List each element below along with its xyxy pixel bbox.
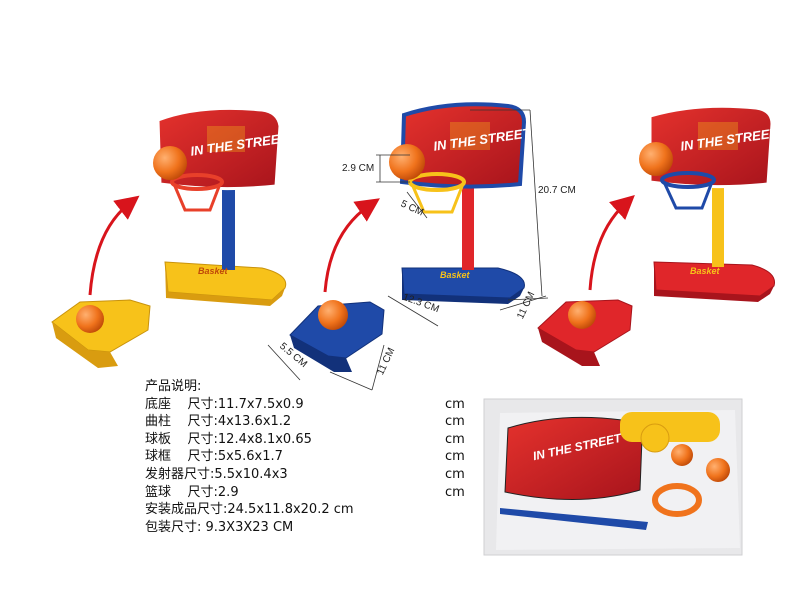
hoop-set-blue	[267, 102, 549, 391]
specs-title: 产品说明:	[145, 379, 202, 394]
spec-unit: cm	[445, 396, 465, 412]
spec-label: 球框 尺寸:5x5.6x1.7	[145, 449, 283, 465]
spec-row: 篮球 尺寸:2.9 cm	[145, 484, 485, 502]
spec-label: 篮球 尺寸:2.9	[145, 484, 239, 500]
spec-label: 发射器尺寸:5.5x10.4x3	[145, 466, 288, 482]
spec-row: 球板 尺寸:12.4x8.1x0.65 cm	[145, 431, 485, 449]
launcher-yellow	[51, 299, 151, 368]
base-logo: Basket	[198, 266, 228, 276]
spec-unit: cm	[445, 466, 465, 482]
pole-yellow	[712, 183, 724, 267]
dim-total-height: 20.7 CM	[538, 185, 576, 196]
spec-unit: cm	[445, 484, 465, 500]
spec-row: 发射器尺寸:5.5x10.4x3 cm	[145, 466, 485, 484]
spec-assembled-size: 安装成品尺寸:24.5x11.8x20.2 cm	[145, 502, 354, 518]
launcher-blue	[289, 300, 385, 372]
pole-blue	[222, 185, 235, 270]
arrow-blue	[323, 198, 380, 293]
ball-icon	[639, 142, 673, 176]
ball-icon	[389, 144, 425, 180]
backboard-blue-set	[399, 102, 527, 189]
spec-row: 曲柱 尺寸:4x13.6x1.2 cm	[145, 413, 485, 431]
spec-label: 球板 尺寸:12.4x8.1x0.65	[145, 431, 312, 447]
package-photo	[483, 398, 743, 556]
dimension-lines	[267, 109, 549, 391]
spec-unit: cm	[445, 414, 465, 430]
spec-unit: cm	[445, 431, 465, 447]
base-logo: Basket	[690, 266, 720, 276]
spec-label: 底座 尺寸:11.7x7.5x0.9	[145, 396, 304, 412]
spec-label: 曲柱 尺寸:4x13.6x1.2	[145, 414, 292, 430]
launcher-red	[537, 299, 633, 366]
dim-ball-height: 2.9 CM	[342, 163, 375, 174]
pole-red	[462, 185, 474, 270]
base-logo: Basket	[440, 270, 470, 280]
product-specs: 产品说明: 底座 尺寸:11.7x7.5x0.9 cm 曲柱 尺寸:4x13.6x…	[145, 378, 485, 536]
hoop-set-yellow	[51, 106, 287, 368]
spec-package-size: 包装尺寸: 9.3X3X23 CM	[145, 519, 294, 535]
spec-row: 球框 尺寸:5x5.6x1.7 cm	[145, 448, 485, 466]
arrow-red	[588, 194, 635, 291]
arrow-yellow	[88, 195, 140, 296]
spec-unit: cm	[445, 449, 465, 465]
spec-row: 底座 尺寸:11.7x7.5x0.9 cm	[145, 396, 485, 414]
ball-icon	[153, 146, 187, 180]
hoop-set-red	[537, 104, 776, 366]
